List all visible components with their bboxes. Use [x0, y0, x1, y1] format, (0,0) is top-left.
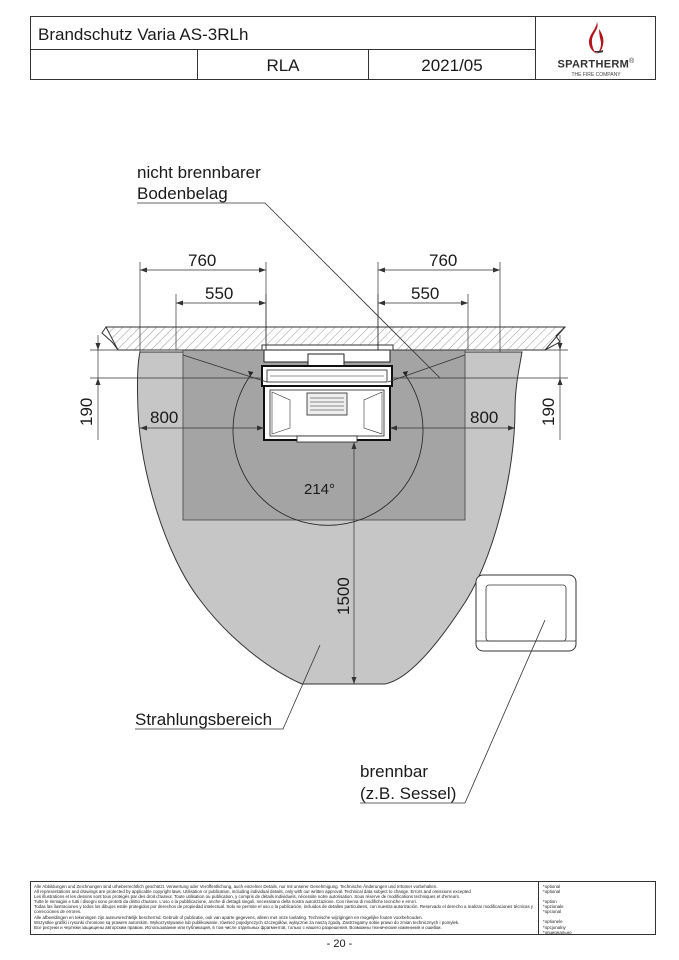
label-floor-covering-2: Bodenbelag	[137, 184, 228, 203]
label-floor-covering: nicht brennbarer	[137, 163, 261, 182]
spartherm-logo: SPARTHERM® THE FIRE COMPANY	[536, 17, 656, 80]
legal-footer: Alle Abbildungen und Zeichnungen sind ur…	[30, 881, 656, 935]
variant-cell: RLA	[197, 50, 369, 80]
dim-800-left: 800	[150, 408, 178, 427]
angle-label: 214°	[304, 481, 335, 498]
armchair	[475, 574, 577, 652]
label-radiation-zone: Strahlungsbereich	[135, 710, 272, 729]
brand-tagline: THE FIRE COMPANY	[571, 72, 621, 78]
date-cell: 2021/05	[369, 50, 536, 80]
dim-550-left: 550	[205, 284, 233, 303]
dim-190-right: 190	[539, 398, 558, 426]
angle-arc	[232, 371, 424, 526]
label-combustible: brennbar	[360, 762, 428, 781]
brand-name: SPARTHERM®	[557, 58, 635, 71]
dim-1500: 1500	[334, 577, 353, 615]
document-title: Brandschutz Varia AS-3RLh	[31, 17, 536, 50]
page-number: - 20 -	[326, 938, 353, 950]
wall-hatched	[105, 326, 567, 351]
title-block: Brandschutz Varia AS-3RLh RLA 2021/05 SP…	[30, 16, 656, 80]
dim-550-right: 550	[411, 284, 439, 303]
label-combustible-2: (z.B. Sessel)	[360, 784, 456, 803]
flame-icon	[589, 22, 604, 54]
dim-760-left: 760	[188, 251, 216, 270]
fireplace-insert	[261, 349, 393, 443]
dim-190-left: 190	[77, 398, 96, 426]
dim-800-right: 800	[470, 408, 498, 427]
optional-notes: *optional *optional *option *opzionale *…	[543, 884, 572, 935]
dim-760-right: 760	[429, 251, 457, 270]
copyright-notice: Alle Abbildungen und Zeichnungen sind ur…	[31, 882, 539, 934]
